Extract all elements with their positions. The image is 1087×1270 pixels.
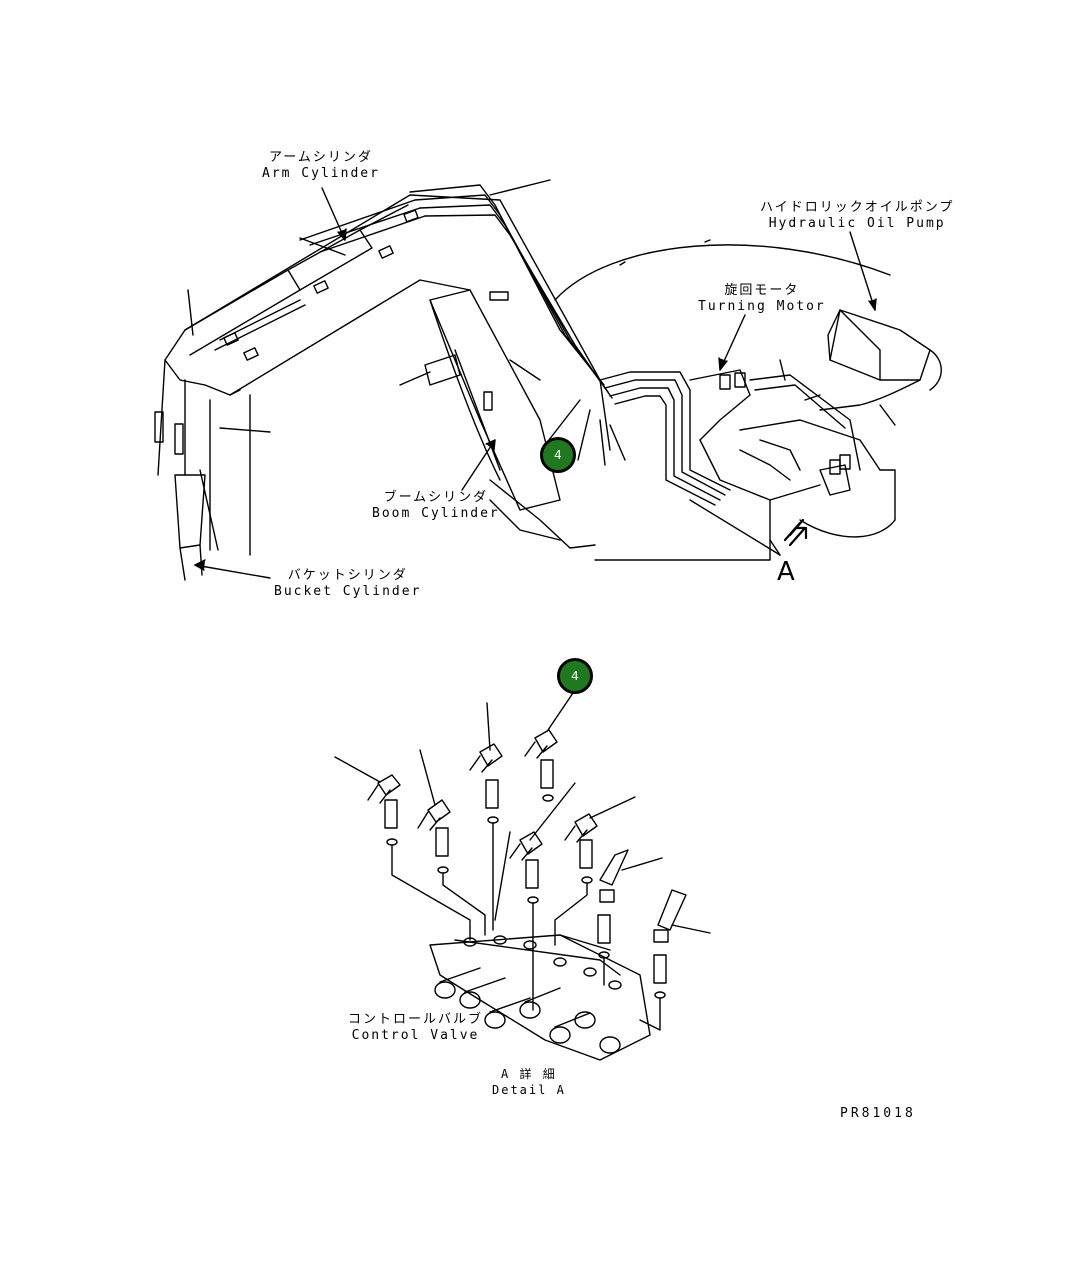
view-marker-a: A	[777, 557, 795, 587]
drawing-code: PR81018	[840, 1106, 916, 1121]
turning-motor-jp: 旋回モータ	[724, 283, 800, 298]
boom-cylinder-label: ブームシリンダ Boom Cylinder	[372, 490, 500, 522]
callout-4-lower[interactable]: 4	[557, 658, 593, 694]
bucket-cylinder-jp: バケットシリンダ	[287, 568, 408, 583]
bucket-cylinder-label: バケットシリンダ Bucket Cylinder	[274, 568, 421, 600]
detail-a-en: Detail A	[492, 1083, 566, 1097]
arm-cylinder-en: Arm Cylinder	[262, 166, 380, 181]
arm-cylinder-jp: アームシリンダ	[269, 150, 373, 165]
callout-4-upper[interactable]: 4	[540, 437, 576, 473]
boom-cylinder-jp: ブームシリンダ	[383, 490, 489, 505]
hydraulic-oil-pump-en: Hydraulic Oil Pump	[768, 216, 946, 231]
hydraulic-oil-pump-label: ハイドロリックオイルポンプ Hydraulic Oil Pump	[760, 200, 954, 232]
hydraulic-oil-pump-jp: ハイドロリックオイルポンプ	[760, 200, 955, 215]
control-valve-label: コントロールバルブ Control Valve	[348, 1012, 483, 1044]
arm-cylinder-label: アームシリンダ Arm Cylinder	[262, 150, 380, 182]
fitting-group	[367, 729, 687, 1031]
control-valve-en: Control Valve	[351, 1028, 480, 1043]
turning-motor-en: Turning Motor	[698, 299, 826, 314]
detail-a-jp: A 詳 細	[501, 1067, 557, 1081]
turning-motor-label: 旋回モータ Turning Motor	[698, 283, 826, 315]
boom-cylinder-en: Boom Cylinder	[372, 506, 500, 521]
detail-a-view	[334, 689, 711, 1061]
control-valve-jp: コントロールバルブ	[348, 1012, 484, 1027]
detail-a-label: A 詳 細 Detail A	[492, 1066, 566, 1098]
bucket-cylinder-en: Bucket Cylinder	[274, 584, 422, 599]
upper-excavator-view	[154, 179, 942, 581]
